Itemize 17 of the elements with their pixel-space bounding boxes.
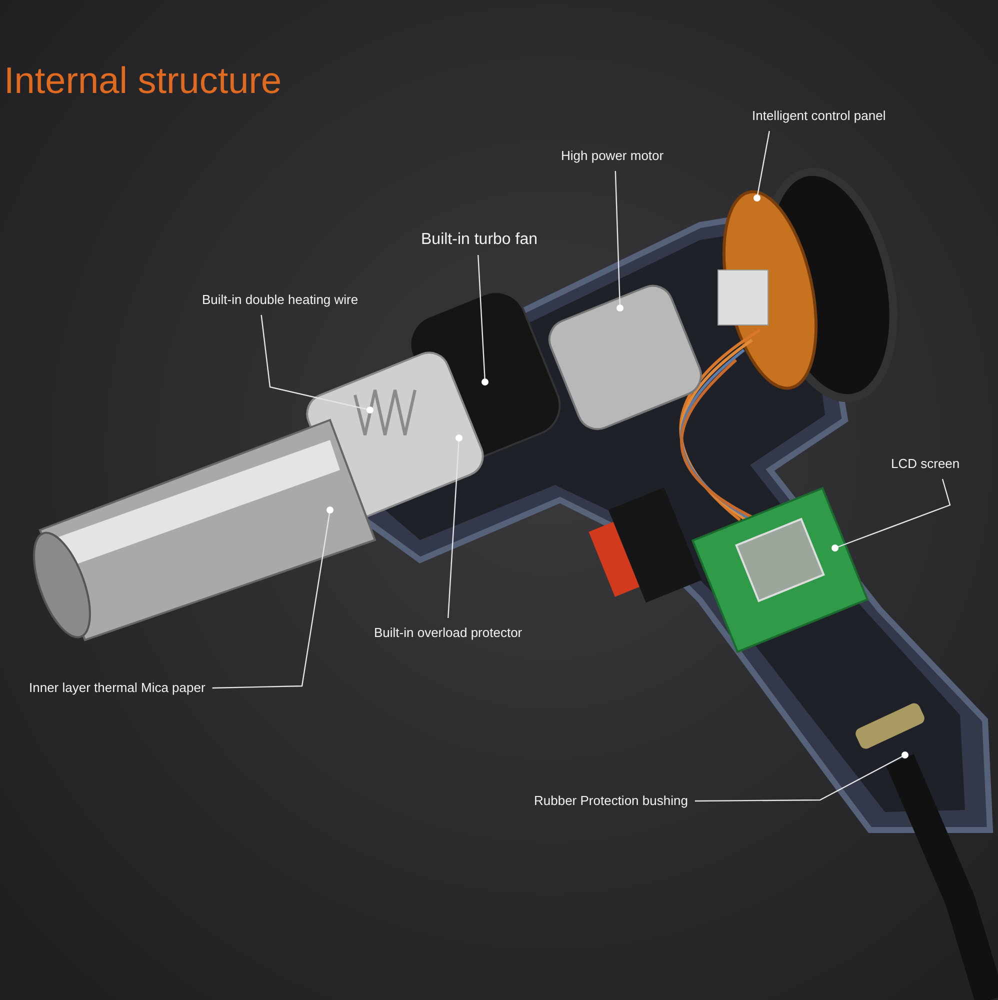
leader-line [614, 170, 624, 312]
callout-label: Rubber Protection bushing [534, 793, 688, 809]
callout-label: Inner layer thermal Mica paper [29, 680, 206, 696]
leader-line [832, 478, 951, 552]
callout-label: Built-in overload protector [374, 625, 522, 641]
leader-line [448, 434, 462, 618]
callout-label: Intelligent control panel [752, 108, 886, 124]
leader-line [478, 254, 488, 386]
callout-label: Built-in double heating wire [202, 292, 358, 308]
leader-line [754, 130, 770, 202]
callout-label: Built-in turbo fan [421, 232, 538, 248]
title: Internal structure [4, 60, 282, 102]
callout-label: LCD screen [891, 456, 960, 472]
leader-line [212, 506, 334, 689]
leader-line [260, 314, 374, 414]
leader-line [694, 752, 908, 802]
callout-label: High power motor [561, 148, 664, 164]
